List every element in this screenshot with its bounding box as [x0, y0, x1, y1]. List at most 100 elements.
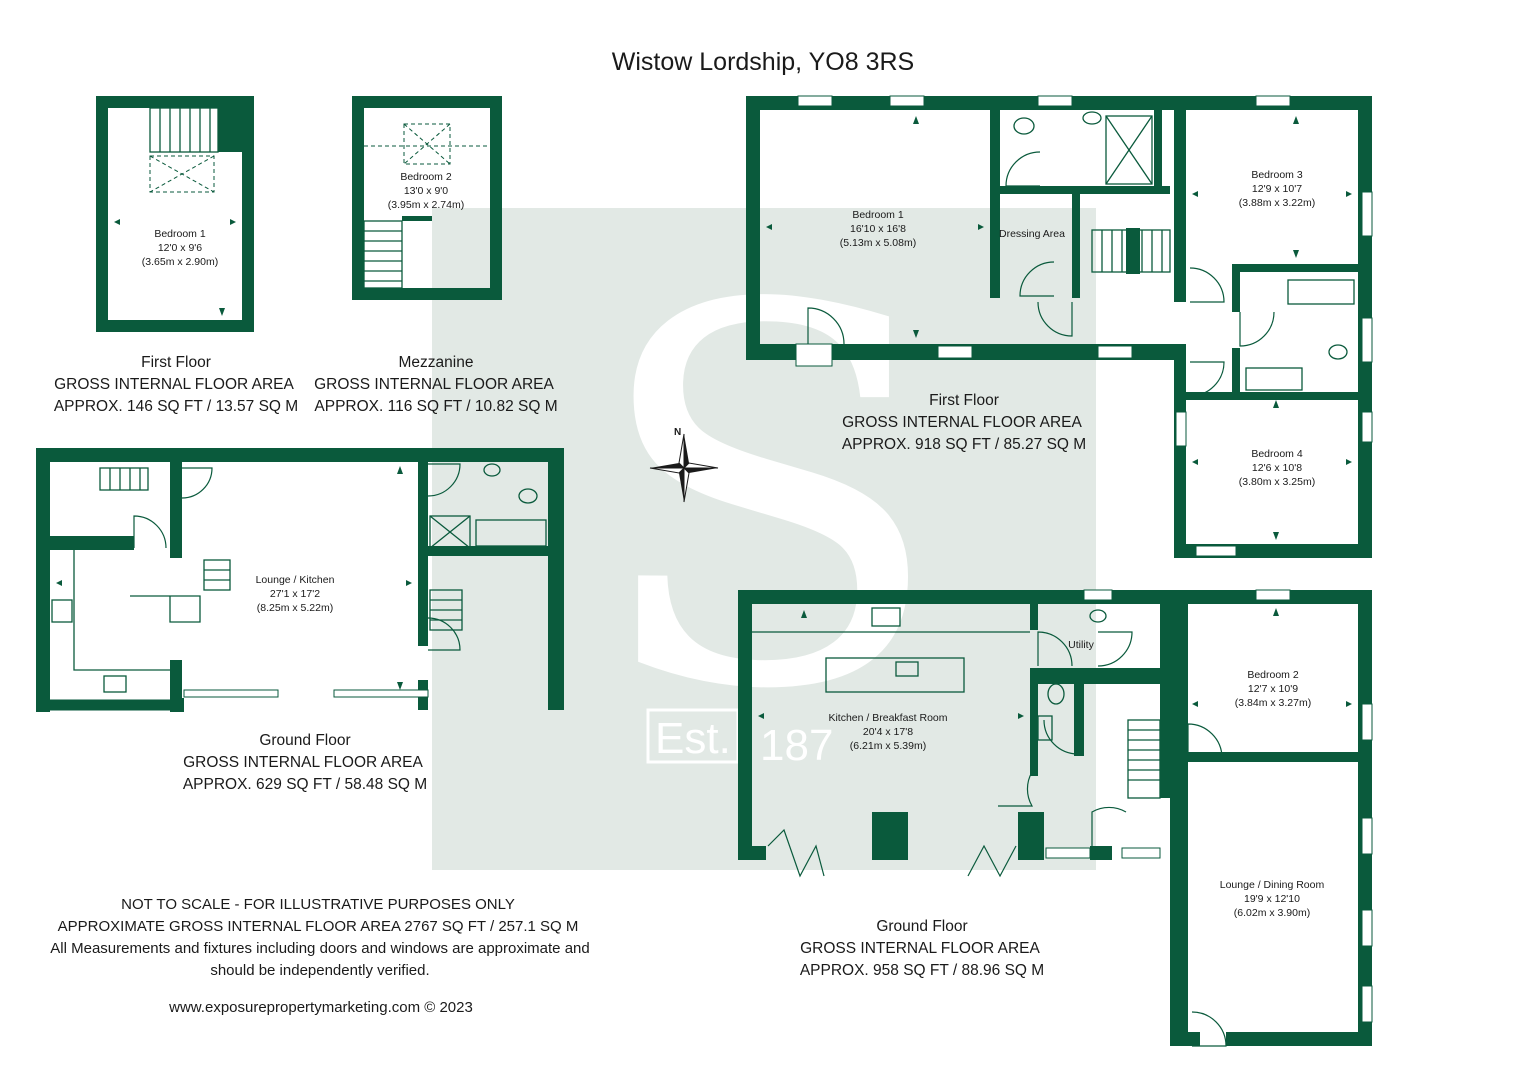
- room-size-metric: (5.13m x 5.08m): [840, 237, 916, 249]
- door-icon: [1187, 723, 1223, 759]
- skylight-icon: [149, 155, 215, 193]
- stairs-icon: [1091, 228, 1171, 274]
- toilet-icon: [1328, 344, 1348, 360]
- room-name: Kitchen / Breakfast Room: [828, 712, 947, 724]
- door-icon: [998, 771, 1034, 807]
- area-label: GROSS INTERNAL FLOOR AREA: [183, 754, 423, 771]
- room-size-imperial: 19'9 x 12'10: [1244, 893, 1300, 905]
- main-first-floor-plan: Bedroom 1 16'10 x 16'8 (5.13m x 5.08m) D…: [746, 95, 1373, 558]
- note-line-4: should be independently verified.: [210, 962, 429, 979]
- note-line-2: APPROXIMATE GROSS INTERNAL FLOOR AREA 27…: [58, 918, 579, 935]
- basin-icon: [1037, 715, 1053, 741]
- door-icon: [181, 467, 213, 499]
- door-icon: [1189, 361, 1225, 397]
- kitchen-island-icon: [825, 657, 965, 693]
- area-value: APPROX. 629 SQ FT / 58.48 SQ M: [183, 776, 427, 793]
- room-size-imperial: 13'0 x 9'0: [404, 185, 448, 197]
- door-icon: [1043, 719, 1079, 755]
- room-size-metric: (3.95m x 2.74m): [388, 199, 464, 211]
- room-size-metric: (3.84m x 3.27m): [1235, 697, 1311, 709]
- area-value: APPROX. 146 SQ FT / 13.57 SQ M: [54, 398, 298, 415]
- door-icon: [1019, 261, 1055, 297]
- sink-icon: [895, 661, 919, 677]
- watermark: S Est. 187: [432, 197, 1096, 870]
- stairs-icon: [1127, 719, 1161, 799]
- door-icon: [1189, 267, 1225, 303]
- annex-first-floor-plan: Bedroom 1 12'0 x 9'6 (3.65m x 2.90m) Fir…: [54, 96, 298, 415]
- room-size-imperial: 12'9 x 10'7: [1252, 183, 1302, 195]
- basin-icon: [483, 463, 501, 477]
- area-label: GROSS INTERNAL FLOOR AREA: [54, 376, 294, 393]
- door-icon: [1191, 1011, 1227, 1047]
- area-value: APPROX. 116 SQ FT / 10.82 SQ M: [314, 398, 557, 415]
- room-size-metric: (6.21m x 5.39m): [850, 740, 926, 752]
- bath-icon: [475, 519, 547, 547]
- door-icon: [133, 515, 167, 549]
- website-credit: www.exposurepropertymarketing.com © 2023: [168, 999, 473, 1016]
- watermark-est: Est.: [655, 714, 731, 763]
- basin-icon: [1245, 367, 1303, 391]
- disclaimer-notes: NOT TO SCALE - FOR ILLUSTRATIVE PURPOSES…: [50, 896, 589, 1016]
- floor-label: First Floor: [929, 392, 999, 409]
- area-label: GROSS INTERNAL FLOOR AREA: [800, 940, 1040, 957]
- room-size-imperial: 12'0 x 9'6: [158, 242, 202, 254]
- skylight-icon: [403, 123, 451, 165]
- room-size-metric: (3.88m x 3.22m): [1239, 197, 1315, 209]
- shower-icon: [1105, 115, 1153, 185]
- toilet-icon: [518, 488, 538, 504]
- room-size-metric: (3.65m x 2.90m): [142, 256, 218, 268]
- stairs-icon: [99, 467, 463, 631]
- shower-icon: [429, 515, 471, 549]
- basin-icon: [1082, 111, 1102, 125]
- page-title: Wistow Lordship, YO8 3RS: [612, 48, 914, 76]
- note-line-1: NOT TO SCALE - FOR ILLUSTRATIVE PURPOSES…: [121, 896, 515, 913]
- floor-label: First Floor: [141, 354, 211, 371]
- main-ground-floor-plan: Kitchen / Breakfast Room 20'4 x 17'8 (6.…: [738, 589, 1373, 1047]
- door-icon: [1091, 806, 1127, 846]
- room-name: Bedroom 2: [1247, 669, 1299, 681]
- watermark-letter: S: [590, 197, 946, 803]
- room-size-metric: (6.02m x 3.90m): [1234, 907, 1310, 919]
- room-size-metric: (3.80m x 3.25m): [1239, 476, 1315, 488]
- room-name: Utility: [1068, 639, 1094, 651]
- sink-icon: [1089, 609, 1107, 623]
- floor-label: Ground Floor: [259, 732, 350, 749]
- room-size-metric: (8.25m x 5.22m): [257, 602, 333, 614]
- hob-icon: [51, 599, 73, 623]
- note-line-3: All Measurements and fixtures including …: [50, 940, 589, 957]
- door-icon: [807, 307, 845, 345]
- floor-label: Ground Floor: [876, 918, 967, 935]
- bifold-door-icon: [967, 844, 1017, 878]
- room-size-imperial: 12'6 x 10'8: [1252, 462, 1302, 474]
- annex-ground-floor-plan: Lounge / Kitchen 27'1 x 17'2 (8.25m x 5.…: [36, 448, 564, 793]
- door-icon: [427, 463, 461, 497]
- toilet-icon: [1047, 683, 1065, 705]
- door-icon: [427, 617, 461, 651]
- stairs-icon: [363, 220, 403, 289]
- floor-label: Mezzanine: [399, 354, 474, 371]
- door-icon: [1097, 631, 1133, 667]
- door-icon: [1239, 311, 1275, 347]
- room-name: Dressing Area: [999, 228, 1065, 240]
- area-label: GROSS INTERNAL FLOOR AREA: [842, 414, 1082, 431]
- area-label: GROSS INTERNAL FLOOR AREA: [314, 376, 554, 393]
- room-name: Bedroom 1: [852, 209, 904, 221]
- room-name: Bedroom 4: [1251, 448, 1303, 460]
- compass-icon: N: [649, 427, 719, 503]
- mezzanine-plan: Bedroom 2 13'0 x 9'0 (3.95m x 2.74m) Mez…: [314, 96, 558, 415]
- room-name: Bedroom 1: [154, 228, 206, 240]
- bifold-door-icon: [767, 828, 825, 878]
- room-name: Bedroom 2: [400, 171, 452, 183]
- fireplace-icon: [872, 812, 908, 860]
- area-value: APPROX. 958 SQ FT / 88.96 SQ M: [800, 962, 1044, 979]
- sink-icon: [103, 675, 127, 693]
- toilet-icon: [1013, 117, 1035, 135]
- room-size-imperial: 27'1 x 17'2: [270, 588, 320, 600]
- area-value: APPROX. 918 SQ FT / 85.27 SQ M: [842, 436, 1086, 453]
- room-name: Lounge / Kitchen: [256, 574, 335, 586]
- watermark-year: 187: [760, 721, 833, 770]
- door-icon: [1005, 151, 1041, 187]
- room-name: Lounge / Dining Room: [1220, 879, 1325, 891]
- room-size-imperial: 16'10 x 16'8: [850, 223, 906, 235]
